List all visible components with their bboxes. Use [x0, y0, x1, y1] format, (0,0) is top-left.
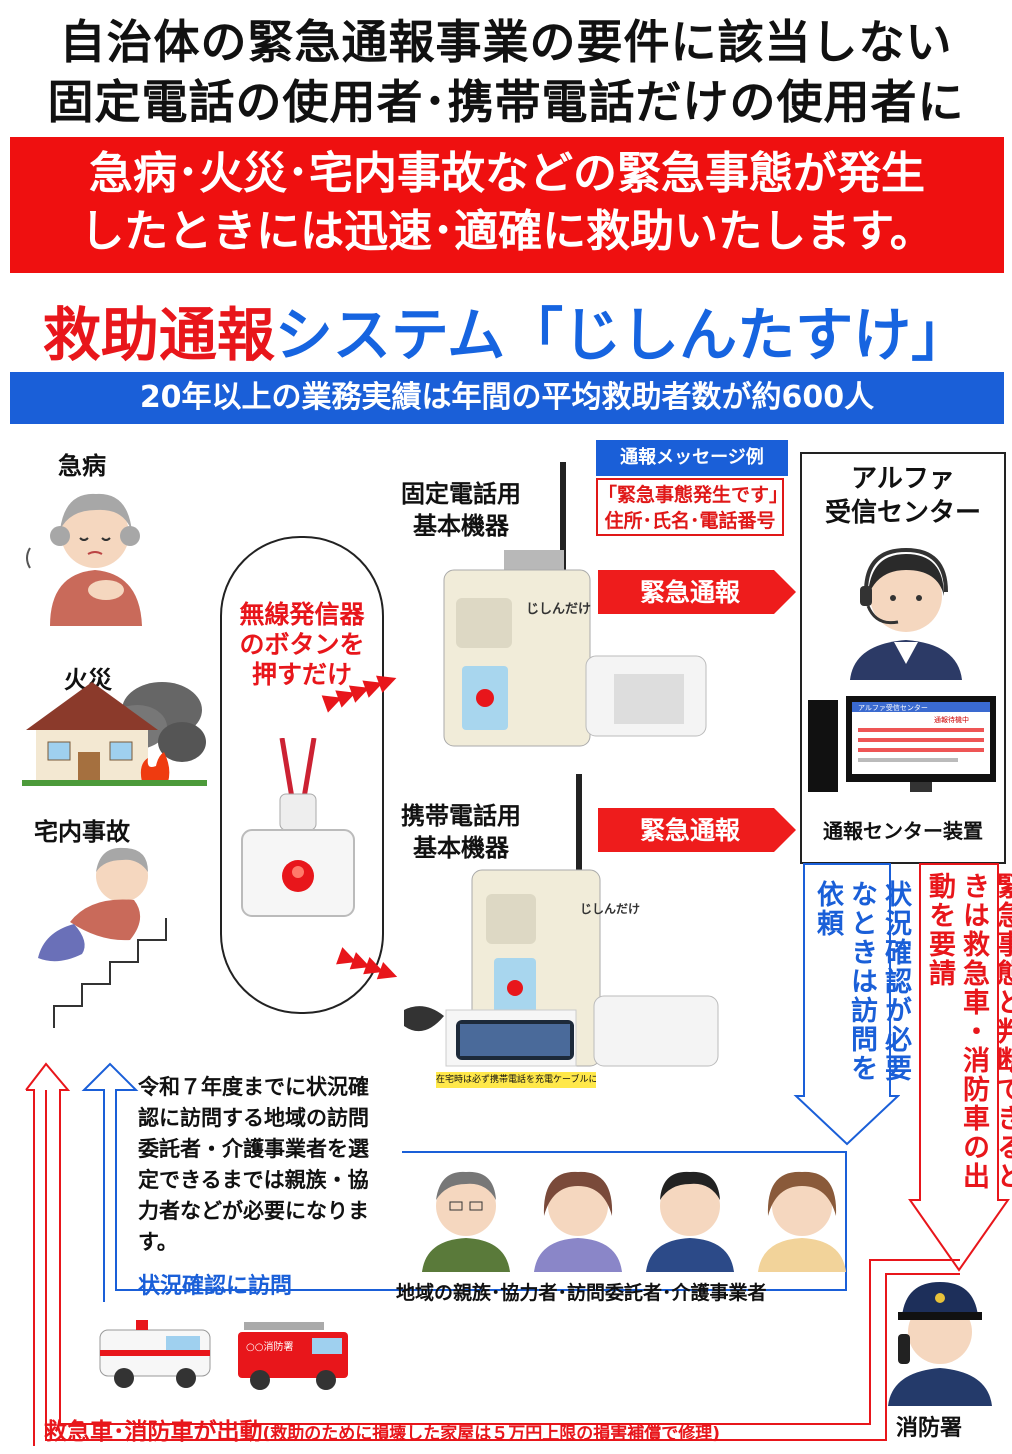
case-home-accident-label: 宅内事故 [34, 818, 130, 846]
dispatch-request-arrow [908, 863, 1010, 1272]
fire-station-label: 消防署 [896, 1416, 963, 1441]
case-illness-label: 急病 [58, 452, 106, 480]
landline-brand: じしんだけ [526, 602, 592, 617]
system-title: 救助通報システム「じしんたすけ」 [0, 288, 1012, 372]
landline-label-2: 基本機器 [413, 512, 509, 540]
header-line-1: 自治体の緊急通報事業の要件に該当しない [59, 15, 953, 69]
mobile-label-2: 基本機器 [413, 834, 509, 862]
landline-device-label: 固定電話用 基本機器 [386, 478, 536, 542]
wireless-transmitter[interactable] [238, 738, 358, 928]
mobile-brand: じしんだけ [580, 902, 641, 916]
mobile-label-1: 携帯電話用 [401, 802, 521, 830]
mobile-base-unit [404, 774, 719, 1067]
screen-badge: 通報待機中 [934, 715, 969, 724]
dispatch-caption: 救急車･消防車が出動(救助のために損壊した家屋は５万円上限の損害補償で修理) [44, 1412, 720, 1446]
mobile-device-label: 携帯電話用 基本機器 [386, 800, 536, 864]
record-bar: 20年以上の業務実績は年間の平均救助者数が約600人 [10, 372, 1004, 424]
ambulance-illustration [99, 1320, 211, 1388]
helper-cooperator [534, 1171, 622, 1272]
banner-line-2: したときには迅速･適確に救助いたします。 [80, 206, 934, 257]
receiving-center-line-2: 受信センター [824, 498, 981, 528]
receiving-center-line-1: アルファ [851, 464, 955, 494]
receiving-center-panel [800, 452, 1006, 864]
helper-care-provider [758, 1171, 846, 1272]
fire-truck-illustration: ○○消防署 [238, 1322, 348, 1390]
emergency-call-arrow-upper: 緊急通報 [598, 570, 796, 614]
emergency-call-text-upper: 緊急通報 [640, 578, 741, 607]
emergency-call-arrow-lower: 緊急通報 [598, 808, 796, 852]
dispatch-main: 救急車･消防車が出動 [44, 1419, 263, 1445]
red-banner: 急病･火災･宅内事故などの緊急事態が発生 したときには迅速･適確に救助いたします… [10, 137, 1004, 273]
fall-on-stairs-illustration [38, 847, 167, 1028]
community-note: 令和７年度までに状況確認に訪問する地域の訪問委託者・介護事業者を選定できるまでは… [138, 1075, 369, 1254]
transmitter-caption-1: 無線発信器 [239, 600, 365, 629]
charging-note: 在宅時は必ず携帯電話を充電ケーブルに接続する [436, 1072, 596, 1088]
center-equipment-label: 通報センター装置 [823, 819, 983, 843]
visit-label: 状況確認に訪問 [138, 1274, 293, 1299]
landline-base-unit [443, 462, 707, 747]
transmitter-caption-2: のボタンを [239, 630, 365, 659]
message-line-1: 「緊急事態発生です」 [598, 484, 789, 506]
visit-request-arrow [793, 863, 900, 1146]
center-equipment-illustration: アルファ受信センター 通報待機中 [808, 696, 996, 792]
helpers-illustration [422, 1171, 846, 1272]
firefighter-illustration [888, 1282, 992, 1406]
helper-visit-contractor [646, 1171, 734, 1272]
message-example-box: 「緊急事態発生です」 住所･氏名･電話番号 [596, 478, 789, 536]
fire-truck-text: ○○消防署 [246, 1340, 293, 1353]
transmitter-frame [220, 536, 384, 1014]
system-title-red: 救助通報 [42, 301, 275, 369]
dispatch-note: (救助のために損壊した家屋は５万円上限の損害補償で修理) [262, 1424, 721, 1444]
sick-elder-illustration [26, 493, 142, 626]
banner-line-1: 急病･火災･宅内事故などの緊急事態が発生 [89, 148, 925, 199]
dispatch-route-outline [25, 1062, 960, 1446]
message-example-heading: 通報メッセージ例 [596, 440, 788, 476]
operator-illustration [850, 547, 962, 680]
transmitter-caption: 無線発信器 のボタンを 押すだけ [222, 600, 382, 690]
landline-label-1: 固定電話用 [401, 480, 521, 508]
helper-relative [422, 1171, 510, 1272]
house-fire-illustration [22, 682, 207, 786]
message-line-2: 住所･氏名･電話番号 [604, 510, 776, 532]
screen-title: アルファ受信センター [858, 703, 928, 712]
emergency-call-text-lower: 緊急通報 [640, 816, 741, 845]
receiving-center-label: アルファ 受信センター [802, 462, 1004, 530]
dispatch-request-text: 緊急事態と判断できるときは救急車・消防車の出動を要請 [924, 872, 1012, 1191]
transmitter-caption-3: 押すだけ [251, 660, 352, 689]
visit-route-outline [81, 1062, 847, 1302]
system-title-blue: システム「じしんたすけ」 [274, 301, 970, 369]
header-line-2: 固定電話の使用者･携帯電話だけの使用者に [47, 75, 965, 129]
visit-request-text: 状況確認が必要なときは訪問を依頼 [812, 880, 911, 1083]
helpers-label: 地域の親族･協力者･訪問委託者･介護事業者 [396, 1282, 767, 1304]
